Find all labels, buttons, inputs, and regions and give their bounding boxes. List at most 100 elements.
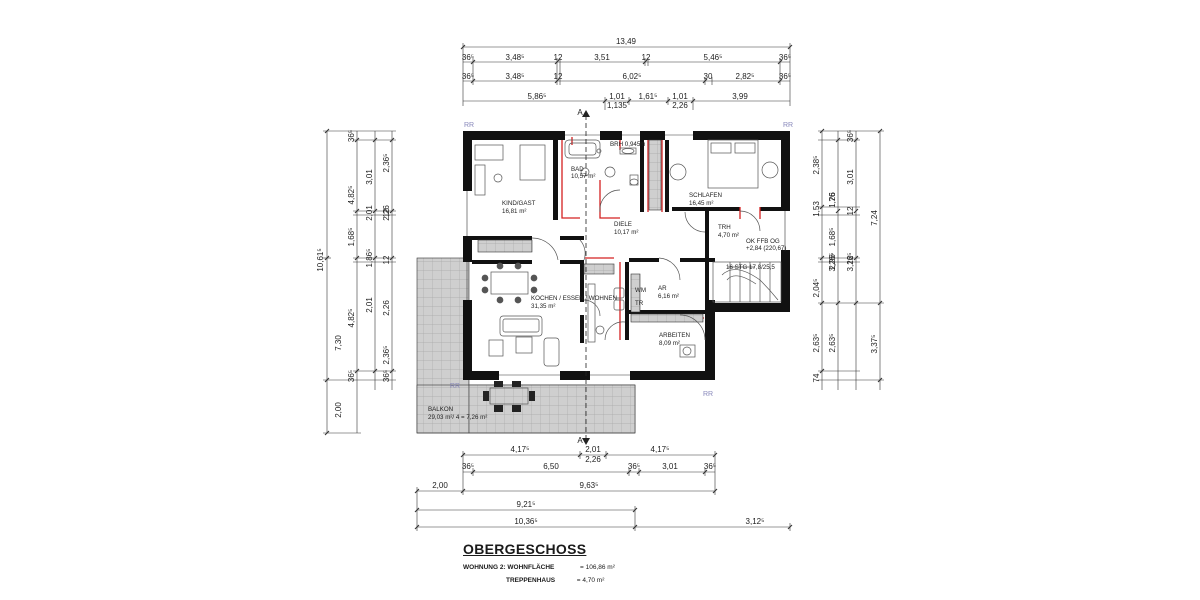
- dim-top-r2-b: 3,51: [594, 53, 610, 62]
- dim-right-inner2-b: 2,63⁵: [828, 334, 837, 353]
- dim-top-r3-s4: 36⁵: [779, 72, 791, 81]
- top-dimension-chains: 13,49 3,48⁵ 3,51 5,46⁵ 36⁵ 12 12 36⁵ 3,4…: [460, 37, 793, 110]
- dim-left-outer-a: 10,61⁵: [316, 248, 325, 271]
- section-line-a: A A: [577, 108, 590, 445]
- dim-top-r4-d: 1,01: [672, 92, 688, 101]
- dim-bottom-r2-s3: 36⁵: [704, 462, 716, 471]
- dim-top-r3-c: 2,82⁵: [736, 72, 755, 81]
- dim-top-r3-b: 6,02⁵: [623, 72, 642, 81]
- room-labels: BAD 10,57 m² BRH 0,945m KIND/GAST 16,81 …: [502, 141, 786, 347]
- label-stairs: 16 STG 17,8/25,5: [726, 264, 775, 271]
- dim-left-inner2-c: 2,26: [382, 300, 391, 316]
- dim-right-outer-a: 7,24: [870, 210, 879, 226]
- room-arbeiten-area: 8,09 m²: [659, 340, 680, 347]
- dim-left-outer-c: 2,00: [334, 402, 343, 418]
- dim-right-small-c: 36⁵: [846, 130, 855, 142]
- doors: [531, 189, 761, 341]
- dim-right-small-a: 76: [828, 192, 837, 201]
- room-brh: BRH 0,945m: [610, 141, 645, 148]
- dim-top-r2-s4: 36⁵: [779, 53, 791, 62]
- dim-top-r3-a: 3,48⁵: [506, 72, 525, 81]
- right-dimension-chains: 7,24 3,37⁵ 3,01 3,26⁵ 2,38⁵ 1,26 1,68⁵ 2…: [812, 128, 884, 390]
- room-kind-area: 16,81 m²: [502, 208, 526, 215]
- room-arbeiten-name: ARBEITEN: [659, 332, 690, 339]
- label-ok-ffb: OK FFB OG: [746, 238, 780, 245]
- section-marker-bottom: A: [577, 436, 583, 445]
- dim-bottom-r1-a: 4,17⁵: [511, 445, 530, 454]
- room-diele-name: DIELE: [614, 221, 632, 228]
- value-wohnflaeche: = 106,86 m²: [580, 564, 615, 571]
- dim-top-r2-s3: 12: [642, 53, 651, 62]
- value-treppenhaus: = 4,70 m²: [576, 577, 605, 584]
- dim-left-inner-a: 3,01: [365, 169, 374, 185]
- dim-right-inner-g: 74: [812, 373, 821, 382]
- room-schlafen-area: 16,45 m²: [689, 200, 713, 207]
- room-bad-area: 10,57 m²: [571, 173, 595, 180]
- bathroom-fixtures: [564, 139, 779, 186]
- staircase: [712, 261, 782, 303]
- dim-left-small-c: 36⁵: [347, 370, 356, 382]
- dim-right-inner-c: 1,68⁵: [828, 228, 837, 247]
- dim-bottom-r4-a: 9,21⁵: [517, 500, 536, 509]
- dim-right-small-d: 12: [846, 206, 855, 215]
- room-trh-name: TRH: [718, 224, 731, 231]
- dim-top-r4-b: 1,01: [609, 92, 625, 101]
- balcony: BALKON 29,03 m²/ 4 = 7,26 m²: [416, 257, 636, 434]
- rr-marker-bottom-right: RR: [703, 391, 713, 398]
- dim-top-r2-c: 5,46⁵: [704, 53, 723, 62]
- dim-left-inner2-a: 2,36⁵: [382, 154, 391, 173]
- dim-left-small-a: 36⁵: [347, 130, 356, 142]
- rr-marker-top-left: RR: [464, 122, 474, 129]
- dim-top-r2-s2: 12: [554, 53, 563, 62]
- room-bad-name: BAD: [571, 166, 584, 173]
- drawing-title: OBERGESCHOSS: [463, 541, 587, 557]
- area-row-wohnflaeche: WOHNUNG 2: WOHNFLÄCHE = 106,86 m²: [463, 564, 615, 571]
- dim-left-outer-b: 7,30: [334, 335, 343, 351]
- left-dimension-chains: 10,61⁵ 7,30 2,00 4,82⁵ 1,68⁵ 1,86⁵ 4,82⁵…: [316, 128, 396, 436]
- room-diele-area: 10,17 m²: [614, 229, 638, 236]
- label-treppenhaus: TREPPENHAUS: [506, 577, 556, 584]
- dim-bottom-r1-b: 2,01: [585, 445, 601, 454]
- dim-top-total: 13,49: [616, 37, 637, 46]
- dim-right-inner-f: 2,63⁵: [812, 334, 821, 353]
- dim-right-inner-a: 2,38⁵: [812, 156, 821, 175]
- dim-top-r4-sub-b: 2,26: [672, 101, 688, 110]
- room-schlafen-name: SCHLAFEN: [689, 192, 722, 199]
- room-kochen-name: KOCHEN / ESSEN / WOHNEN: [531, 295, 617, 302]
- dim-right-mid-b: 3,26⁵: [846, 253, 855, 272]
- glazing-lines: [466, 134, 786, 376]
- walls: [463, 131, 790, 380]
- dim-left-inner-b: 2,01: [365, 205, 374, 221]
- dim-top-r3-s2: 12: [554, 72, 563, 81]
- dim-right-mid-a: 3,01: [846, 169, 855, 185]
- dim-left-mid-b: 1,68⁵: [347, 228, 356, 247]
- dim-top-r2-a: 3,48⁵: [506, 53, 525, 62]
- dim-bottom-r2-a: 6,50: [543, 462, 559, 471]
- dim-bottom-r3-b: 9,63⁵: [580, 481, 599, 490]
- dim-top-r4-c: 1,61⁵: [639, 92, 658, 101]
- room-kochen-area: 31,35 m²: [531, 303, 555, 310]
- label-wohnung: WOHNUNG 2:: [463, 564, 506, 571]
- dim-top-r4-e: 3,99: [732, 92, 748, 101]
- dim-right-inner-b: 1,26: [828, 192, 837, 208]
- dim-bottom-r2-s2: 36⁵: [628, 462, 640, 471]
- bottom-dimension-chains: 4,17⁵ 2,01 4,17⁵ 2,26 6,50 3,01 36⁵ 36⁵ …: [414, 445, 793, 531]
- dim-bottom-r5-a: 10,36⁵: [514, 517, 537, 526]
- area-row-treppenhaus: TREPPENHAUS = 4,70 m²: [506, 577, 604, 584]
- room-ar-area: 6,16 m²: [658, 293, 679, 300]
- dim-bottom-r5-b: 3,12⁵: [746, 517, 765, 526]
- dim-right-outer-b: 3,37⁵: [870, 335, 879, 354]
- label-tr: TR: [635, 300, 644, 307]
- dim-right-small-e: 12: [846, 255, 855, 264]
- cabinets: [477, 139, 704, 323]
- room-trh-area: 4,70 m²: [718, 232, 739, 239]
- label-ok-ffb-value: +2,84 (220,67): [746, 245, 786, 252]
- dim-top-r4-a: 5,86⁵: [528, 92, 547, 101]
- dim-left-small-b: 12: [382, 208, 391, 217]
- dim-top-r4-sub-a: 1,135: [607, 101, 628, 110]
- section-marker-top: A: [577, 108, 583, 117]
- dim-right-small-b: 1,53: [812, 201, 821, 217]
- room-balkon-area: 29,03 m²/ 4 = 7,26 m²: [428, 414, 487, 421]
- label-wohnflaeche: WOHNFLÄCHE: [507, 564, 555, 571]
